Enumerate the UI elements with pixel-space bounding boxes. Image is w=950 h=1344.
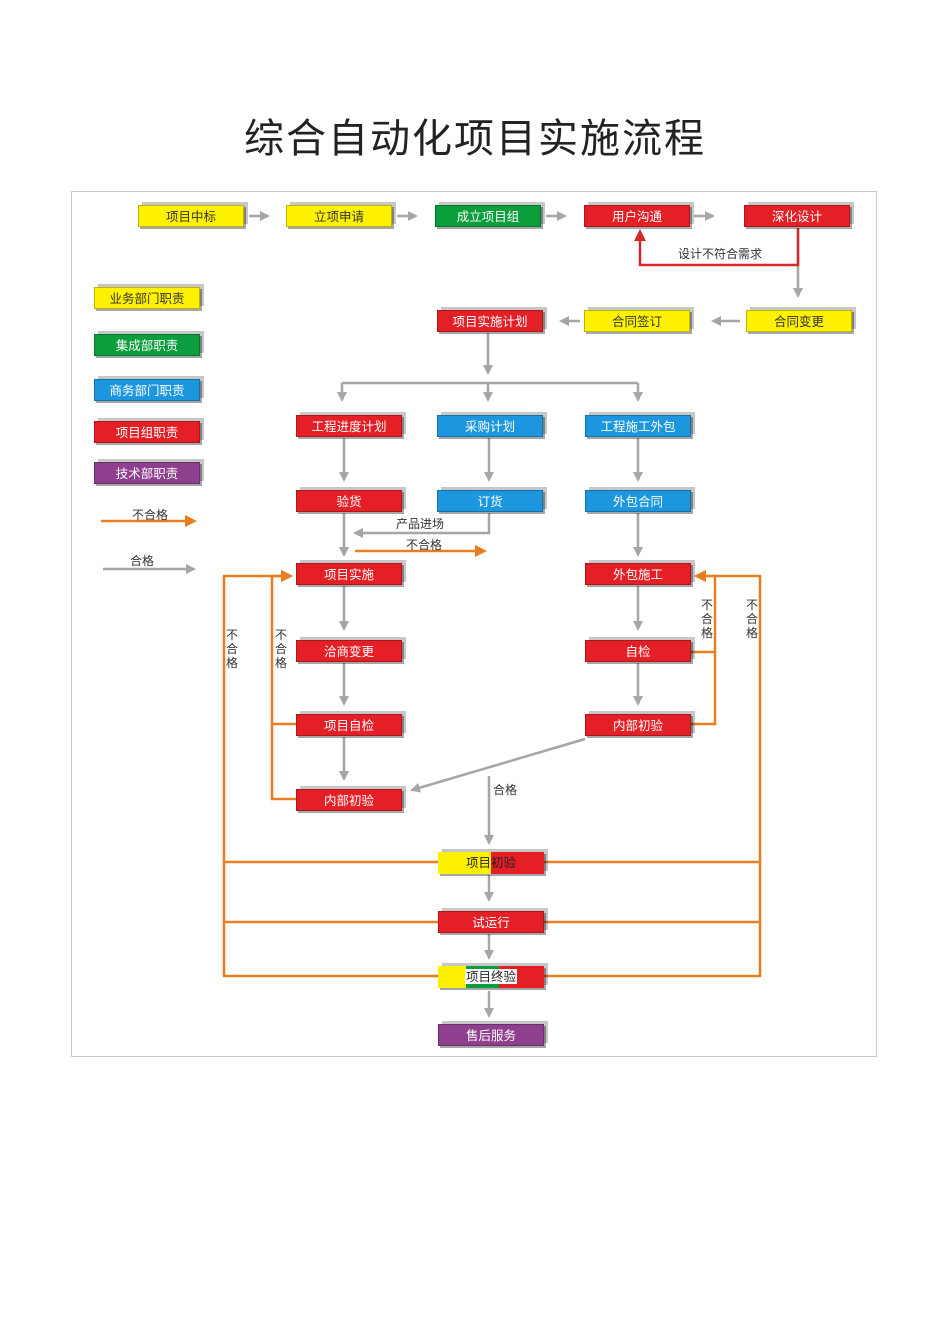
node-implementation-plan: 项目实施计划 [437,310,543,332]
legend-tech-dept: 技术部职责 [94,462,200,484]
label-fail-mid: 不合格 [406,538,443,552]
legend-integration-dept: 集成部职责 [94,334,200,356]
node-negotiated-change: 洽商变更 [296,640,402,662]
node-outsourcing-contract: 外包合同 [585,490,691,512]
node-contract-signing: 合同签订 [584,310,690,332]
node-self-check: 自检 [585,640,691,662]
page-title: 综合自动化项目实施流程 [244,116,706,162]
node-project-application: 立项申请 [286,205,392,227]
diagram-frame [71,191,877,1057]
node-project-preliminary-label: 项目初验 [465,855,516,870]
node-procurement-plan: 采购计划 [437,415,543,437]
node-internal-preliminary-right: 内部初验 [585,714,691,736]
legend-pass-label: 合格 [130,554,155,568]
legend-project-team: 项目组职责 [94,421,200,443]
node-project-won: 项目中标 [138,205,244,227]
node-schedule-plan: 工程进度计划 [296,415,402,437]
label-fail-right-outer: 不合格 [745,598,758,640]
node-project-implementation: 项目实施 [296,563,402,585]
node-after-sales: 售后服务 [438,1024,544,1046]
legend-business-dept: 业务部门职责 [94,287,200,309]
node-contract-change: 合同变更 [746,310,852,332]
label-fail-left-inner: 不合格 [274,628,287,670]
node-inspection: 验货 [296,490,402,512]
node-detailed-design: 深化设计 [744,205,850,227]
node-project-self-check: 项目自检 [296,714,402,736]
node-form-team: 成立项目组 [435,205,541,227]
node-final-acceptance: 项目终验 [438,966,544,988]
node-final-acceptance-label: 项目终验 [464,969,517,984]
label-fail-right-inner: 不合格 [700,598,713,640]
node-project-preliminary: 项目初验 [438,852,544,874]
label-product-arrival: 产品进场 [396,517,445,531]
label-fail-left-outer: 不合格 [225,628,238,670]
label-pass-mid: 合格 [493,783,518,797]
node-ordering: 订货 [437,490,543,512]
node-trial-run: 试运行 [438,911,544,933]
node-user-communication: 用户沟通 [584,205,690,227]
label-design-mismatch: 设计不符合需求 [678,247,763,261]
node-construction-outsourcing: 工程施工外包 [585,415,691,437]
legend-commerce-dept: 商务部门职责 [94,379,200,401]
node-outsourced-construction: 外包施工 [585,563,691,585]
node-internal-preliminary-left: 内部初验 [296,789,402,811]
legend-fail-label: 不合格 [132,508,169,522]
